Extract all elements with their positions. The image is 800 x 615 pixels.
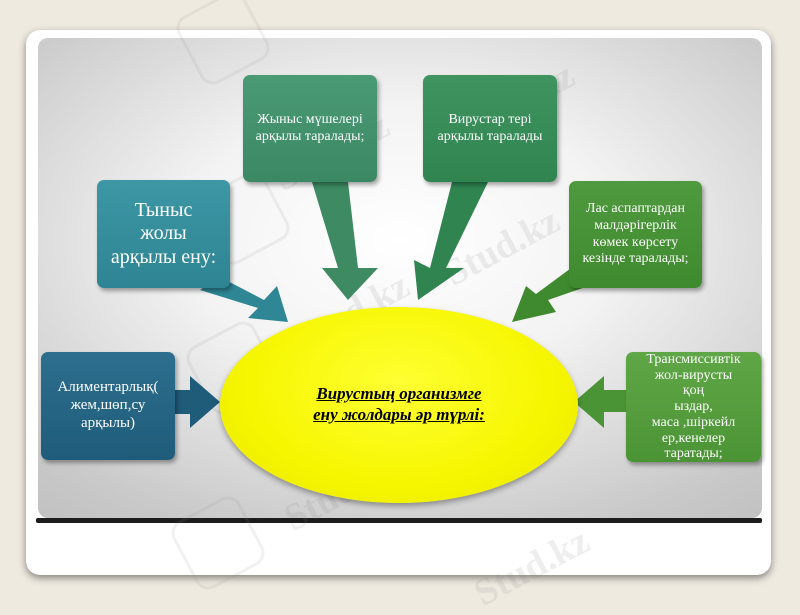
arrow-transmissive [574, 376, 628, 428]
box-alimentary-text: Алиментарлық( жем,шөп,су арқылы) [57, 379, 159, 431]
box-skin-route: Вирустар тері арқылы таралады [423, 75, 557, 182]
box-alimentary-route: Алиментарлық( жем,шөп,су арқылы) [41, 352, 175, 460]
panel-bottom-border [36, 518, 762, 523]
box-sexual-text: Жыныс мүшелері арқылы таралады; [255, 111, 365, 144]
center-ellipse: Вирустың организмге ену жолдары әр түрлі… [220, 307, 578, 503]
box-transmissive-text: Трансмиссивтік жол-вирусты қоң ыздар, ма… [646, 352, 741, 462]
box-sexual-route: Жыныс мүшелері арқылы таралады; [243, 75, 377, 182]
arrow-sexual [312, 182, 378, 300]
center-title: Вирустың организмге ену жолдары әр түрлі… [313, 384, 485, 424]
box-transmissive-route: Трансмиссивтік жол-вирусты қоң ыздар, ма… [626, 352, 761, 462]
box-breathing-route: Тыныс жолы арқылы ену: [97, 180, 230, 288]
arrows-layer [175, 182, 628, 428]
arrow-skin [414, 182, 488, 300]
box-skin-text: Вирустар тері арқылы таралады [437, 111, 543, 144]
arrow-alimentary [175, 376, 220, 428]
box-vet-tools-text: Лас аспаптардан малдәрігерлік көмек көрс… [582, 201, 689, 267]
box-breathing-text: Тыныс жолы арқылы ену: [110, 198, 217, 268]
box-vet-tools-route: Лас аспаптардан малдәрігерлік көмек көрс… [569, 181, 702, 288]
slide-page: Stud.kz Stud.kz Stud.kz Stud.kz Stud.kz … [26, 0, 771, 615]
